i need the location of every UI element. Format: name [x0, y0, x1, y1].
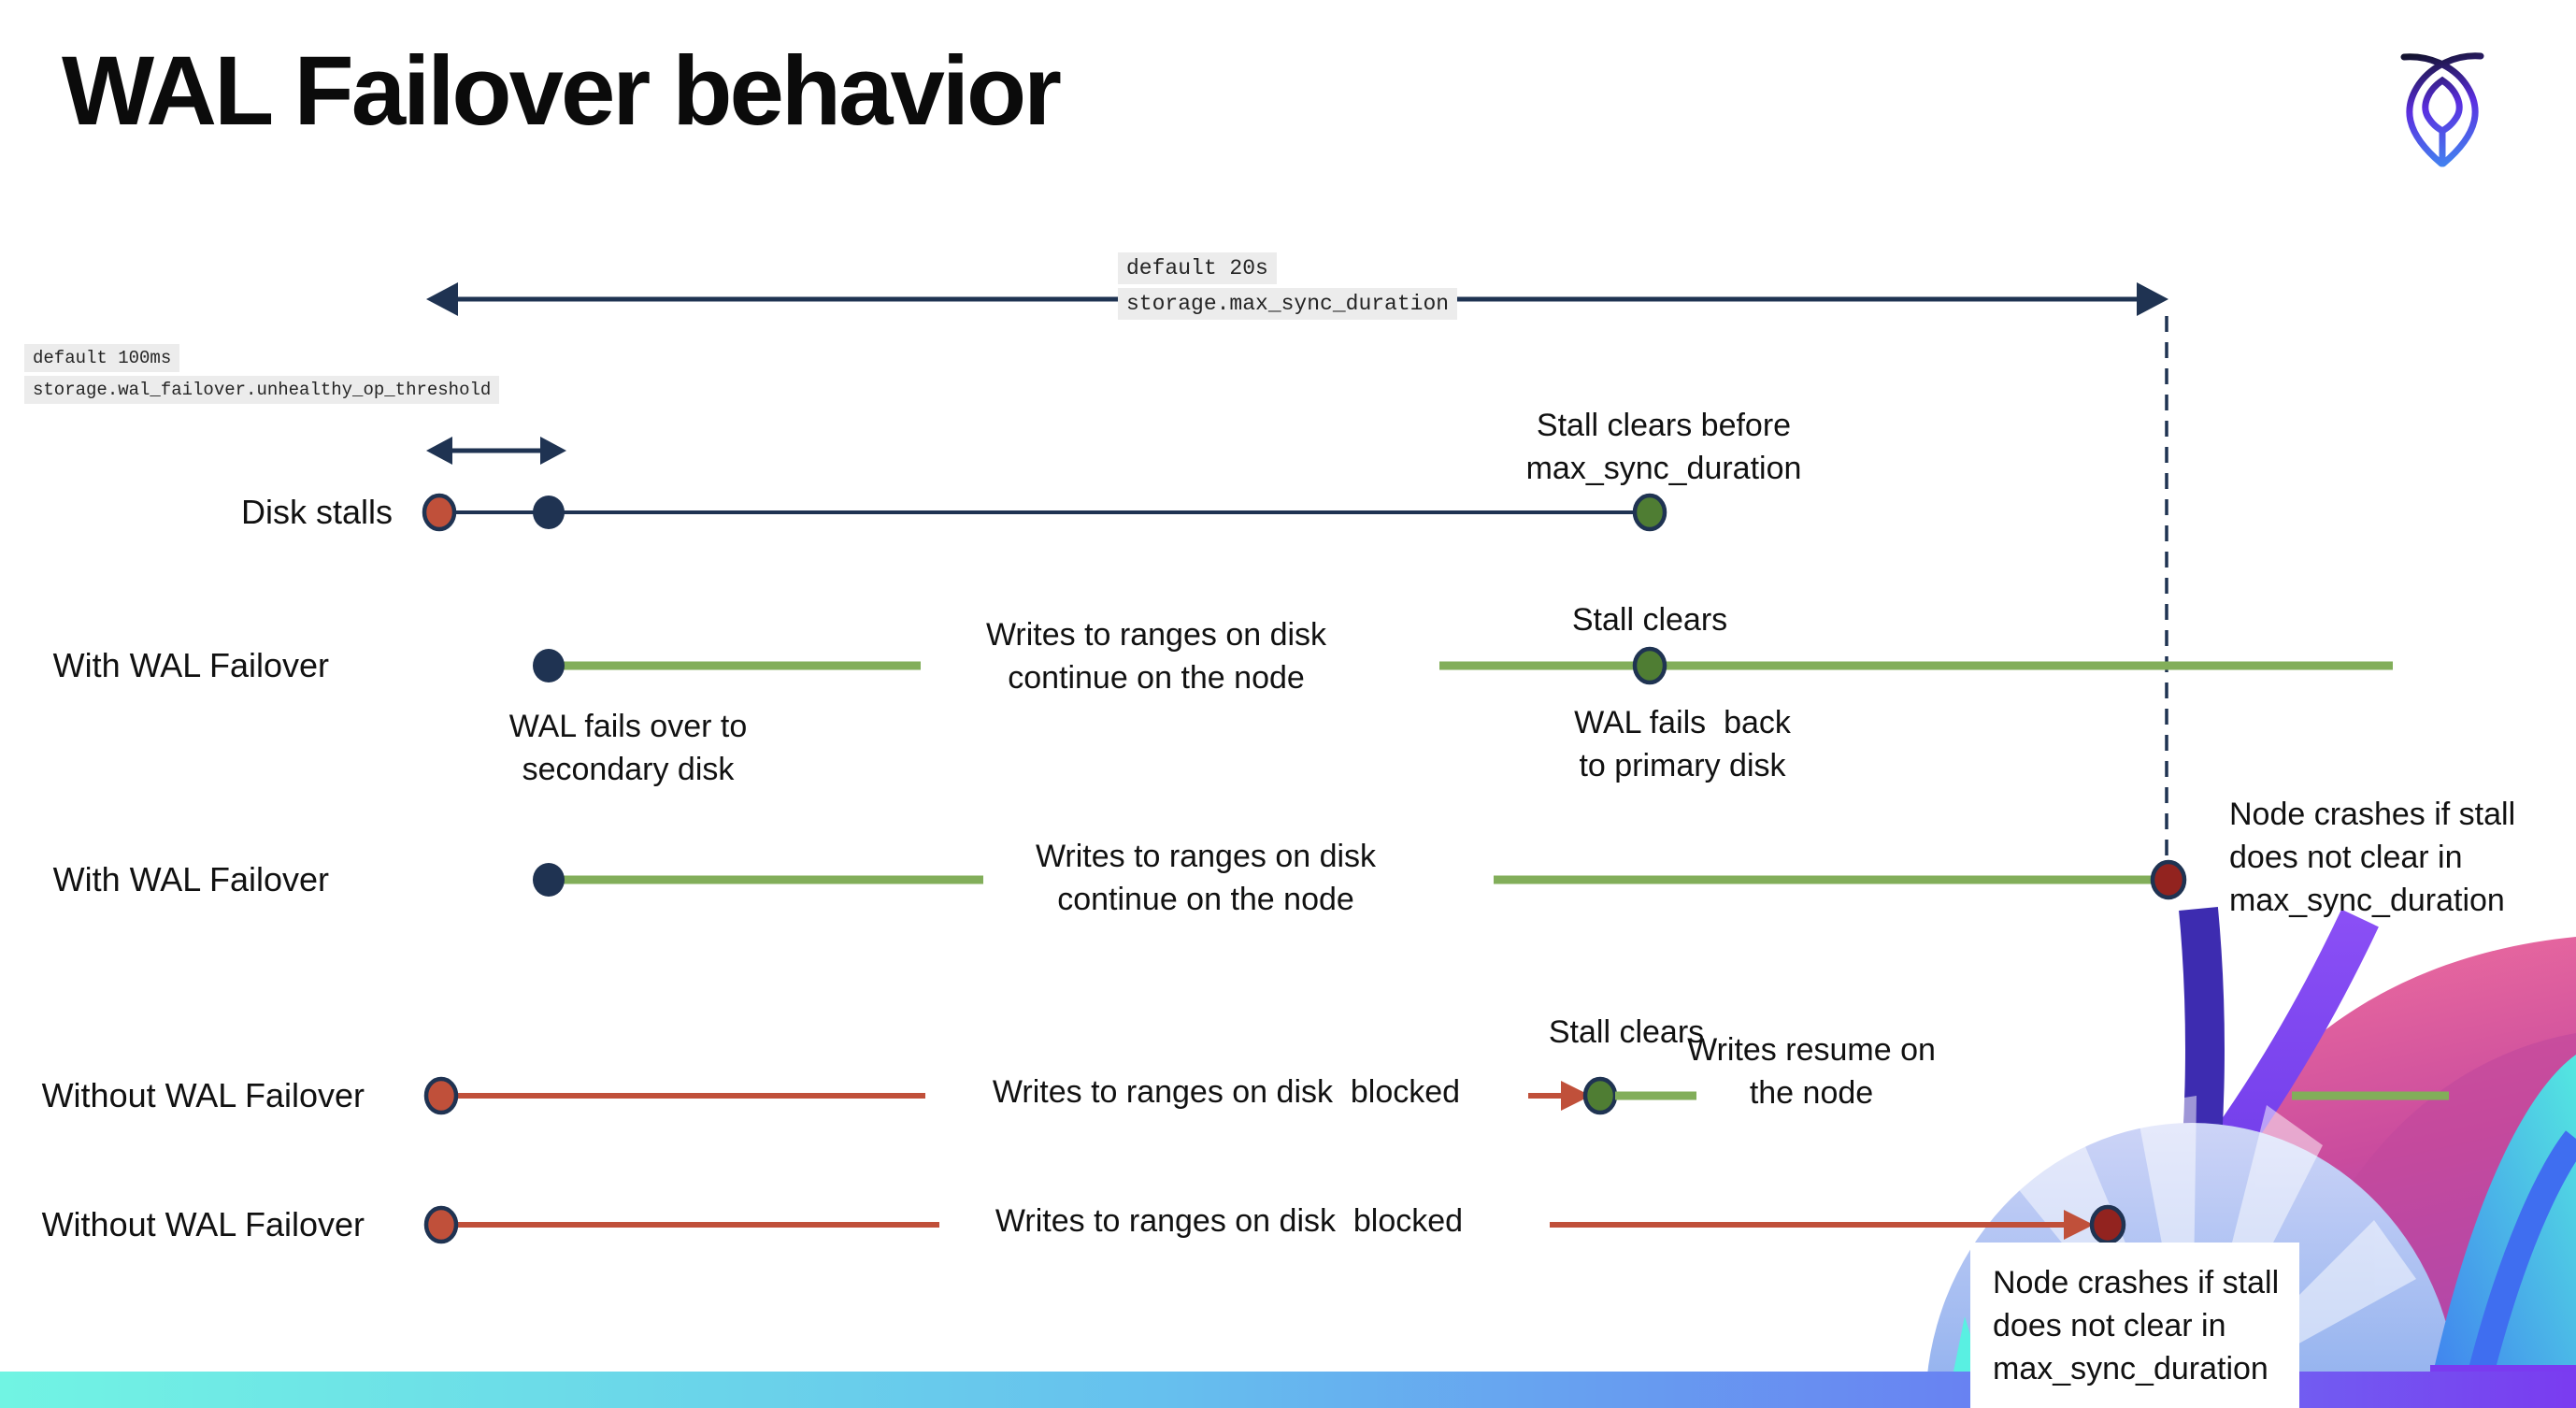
row-label-without-wal-failover: Without WAL Failover: [41, 1076, 365, 1114]
writes-resume-note: Writes resume on the node: [1687, 1032, 1936, 1111]
stall-start-dot: [423, 1205, 459, 1244]
threshold-dot: [533, 496, 565, 529]
row-label-without-wal-failover: Without WAL Failover: [41, 1205, 365, 1243]
setting-default-value: default 100ms: [24, 344, 180, 372]
failover-dot: [533, 649, 565, 682]
setting-name: storage.max_sync_duration: [1118, 288, 1458, 320]
stall-start-dot: [422, 493, 457, 532]
unhealthy-op-threshold-label: default 100ms storage.wal_failover.unhea…: [24, 344, 500, 404]
row-label-with-wal-failover: With WAL Failover: [52, 646, 329, 684]
art-teal-leg: [2426, 1055, 2576, 1408]
arrow-head-right-icon: [540, 437, 566, 465]
arrow-head-right-icon: [2137, 282, 2168, 316]
row-disk-stalls: [422, 493, 1667, 532]
stall-clears-dot: [1632, 493, 1667, 532]
failover-dot: [533, 863, 565, 897]
writes-continue-note: Writes to ranges on disk continue on the…: [1035, 839, 1377, 917]
max-sync-duration-label: default 20s storage.max_sync_duration: [1118, 252, 1458, 320]
stall-clears-dot: [1582, 1076, 1618, 1115]
writes-continue-note: Writes to ranges on disk continue on the…: [985, 617, 1327, 696]
node-crash-dot: [2150, 859, 2187, 900]
cockroach-logo-icon: [2400, 52, 2484, 167]
row-label-with-wal-failover: With WAL Failover: [52, 860, 329, 898]
arrow-head-left-icon: [426, 437, 452, 465]
failback-note: WAL fails back to primary disk: [1574, 705, 1791, 783]
row-without-failover-crash: [423, 1204, 2126, 1245]
stall-clears-dot: [1632, 646, 1667, 685]
writes-blocked-note: Writes to ranges on disk blocked: [992, 1074, 1461, 1110]
node-crash-note: Node crashes if stall does not clear in …: [1993, 1265, 2280, 1386]
stall-clears-note: Stall clears: [1548, 1014, 1705, 1050]
setting-default-value: default 20s: [1118, 252, 1277, 284]
node-crash-note: Node crashes if stall does not clear in …: [2229, 797, 2516, 918]
setting-name: storage.wal_failover.unhealthy_op_thresh…: [24, 376, 500, 404]
row-with-failover-clears: [533, 646, 2393, 685]
stall-clears-note: Stall clears: [1571, 602, 1728, 638]
node-crash-dot: [2089, 1204, 2126, 1245]
stall-clears-before-note: Stall clears before max_sync_duration: [1525, 408, 1802, 486]
row-without-failover-clears: [423, 1076, 2449, 1115]
page-title: WAL Failover behavior: [62, 36, 1062, 146]
unhealthy-op-threshold-arrow: [426, 437, 566, 465]
row-with-failover-crash: [533, 859, 2187, 900]
row-label-disk-stalls: Disk stalls: [240, 493, 393, 531]
stall-start-dot: [423, 1076, 459, 1115]
art-blue-arc: [2459, 1130, 2576, 1408]
node-crash-callout-box: Node crashes if stall does not clear in …: [1970, 1243, 2299, 1408]
arrow-head-icon: [2064, 1210, 2094, 1240]
failover-note: WAL fails over to secondary disk: [508, 709, 748, 787]
writes-blocked-note: Writes to ranges on disk blocked: [995, 1203, 1464, 1239]
arrow-head-left-icon: [426, 282, 458, 316]
arrow-head-icon: [1561, 1081, 1591, 1111]
